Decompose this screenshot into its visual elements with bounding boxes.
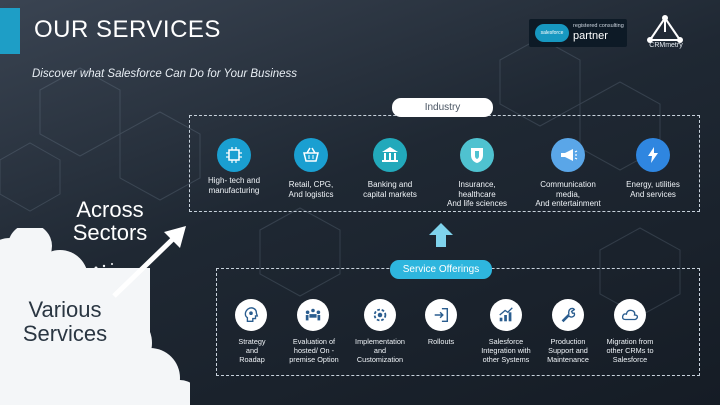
service-label-rollouts: Rollouts [427, 337, 455, 346]
title-accent-bar [0, 8, 20, 54]
logo-text: CRMmetry [649, 42, 683, 49]
callout-cloud-shape [0, 228, 190, 405]
various-services-callout: Various Services [22, 297, 108, 346]
page-subtitle: Discover what Salesforce Can Do for Your… [32, 68, 298, 80]
meeting-icon [297, 299, 329, 331]
chart-up-icon [490, 299, 522, 331]
basket-icon [294, 138, 328, 172]
badge-line2: partner [573, 30, 608, 42]
salesforce-partner-badge: salesforce registered consulting partner [529, 19, 627, 47]
cogs-icon [364, 299, 396, 331]
salesforce-logo: salesforce [535, 24, 569, 42]
chip-icon [217, 138, 251, 172]
head-gear-icon [235, 299, 267, 331]
bank-icon [373, 138, 407, 172]
up-arrow-icon [429, 223, 453, 247]
bolt-icon [636, 138, 670, 172]
badge-line1: registered consulting [573, 23, 624, 29]
shield-icon [460, 138, 494, 172]
cloud-icon [614, 299, 646, 331]
page-title: OUR SERVICES [34, 16, 221, 43]
industry-label-retail: Retail, CPG,And logistics [288, 180, 334, 199]
service-offerings-pill: Service Offerings [390, 260, 492, 279]
diagonal-arrow-icon [112, 226, 186, 298]
across-sectors-callout: Across Sectors [72, 197, 148, 245]
wrench-icon [552, 299, 584, 331]
megaphone-icon [551, 138, 585, 172]
crmmetry-logo-icon [647, 15, 683, 43]
industry-pill: Industry [392, 98, 493, 117]
login-icon [425, 299, 457, 331]
